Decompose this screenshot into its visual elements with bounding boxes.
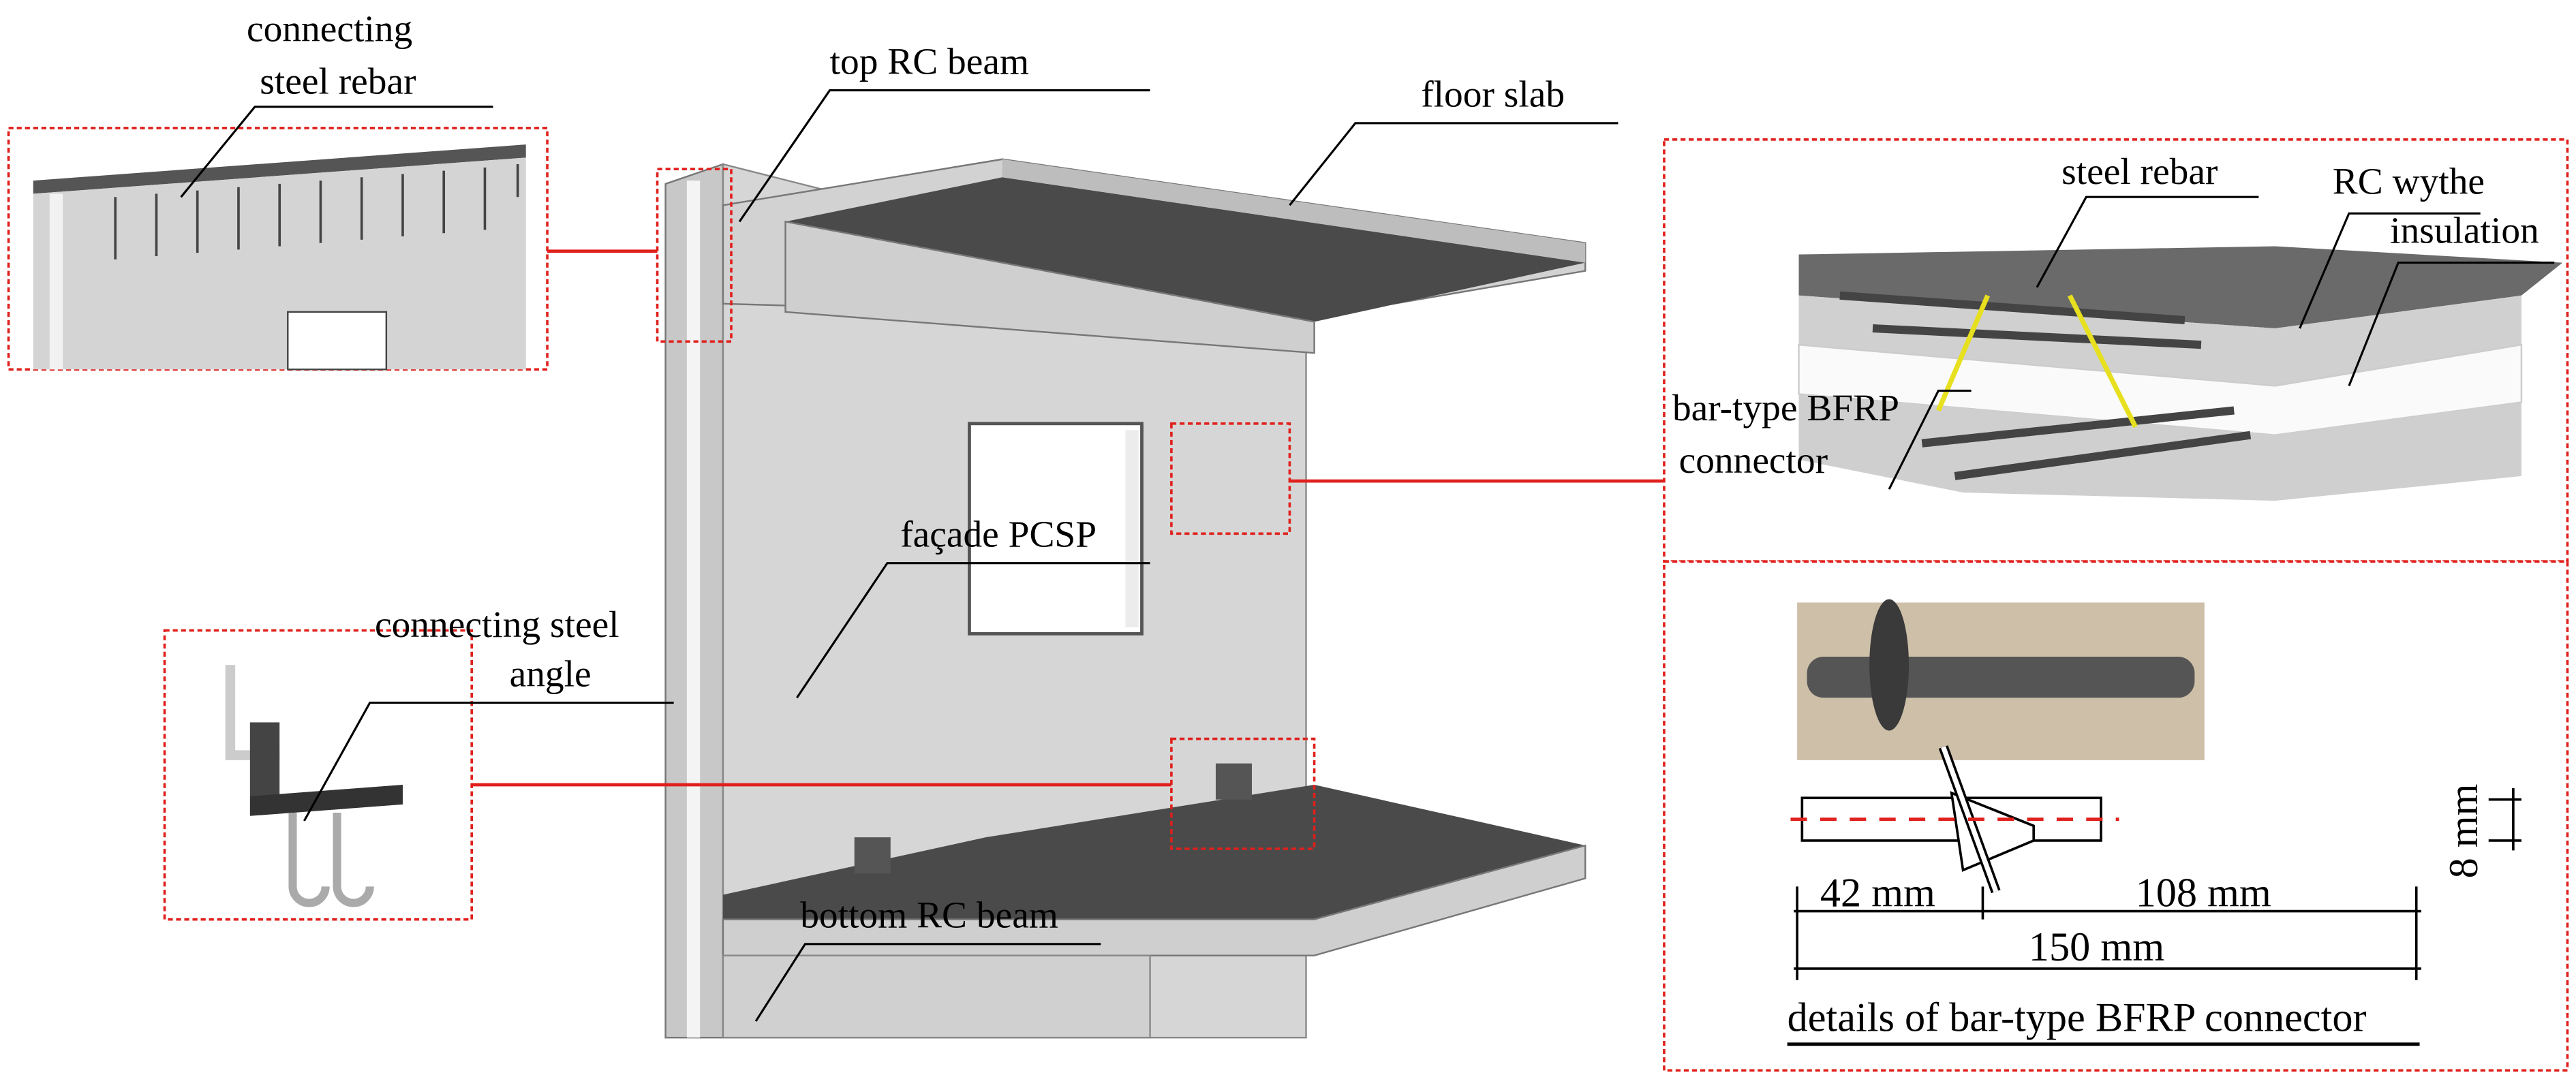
label-connecting-steel-angle-2: angle — [510, 653, 592, 694]
dimension-8mm: 8 mm — [2441, 783, 2487, 878]
label-connecting-steel-rebar-2: steel rebar — [260, 60, 416, 102]
inset-sandwich-panel-section — [1663, 138, 2569, 563]
dimension-108mm: 108 mm — [2136, 870, 2271, 916]
label-bfrp-connector: bar-type BFRP — [1672, 387, 1899, 428]
inset-connecting-steel-angle — [163, 629, 474, 921]
steel-angle-connector — [1215, 763, 1252, 800]
connector-details-caption: details of bar-type BFRP connector — [1788, 995, 2367, 1041]
dimension-150mm: 150 mm — [2029, 924, 2164, 970]
label-rc-wythe: RC wythe — [2333, 160, 2485, 202]
top-rc-beam-and-floor-slab — [722, 158, 1586, 354]
label-steel-rebar: steel rebar — [2061, 151, 2218, 192]
leader-lines — [180, 89, 2555, 1022]
label-connecting-steel-rebar: connecting — [247, 7, 412, 49]
inset-bfrp-connector-details — [1663, 560, 2569, 1072]
inset-connecting-steel-rebar — [7, 127, 549, 371]
steel-angle-connector — [854, 837, 891, 874]
label-top-rc-beam: top RC beam — [830, 40, 1029, 82]
label-bottom-rc-beam: bottom RC beam — [800, 894, 1058, 936]
label-bfrp-connector-2: connector — [1679, 439, 1828, 481]
label-connecting-steel-angle: connecting steel — [375, 604, 619, 645]
label-facade-pcsp: façade PCSP — [900, 514, 1097, 555]
label-floor-slab: floor slab — [1421, 74, 1565, 115]
label-insulation: insulation — [2390, 210, 2539, 251]
dimension-42mm: 42 mm — [1820, 870, 1935, 916]
bottom-rc-beam-and-slab — [722, 763, 1586, 1039]
window-opening — [968, 422, 1144, 636]
